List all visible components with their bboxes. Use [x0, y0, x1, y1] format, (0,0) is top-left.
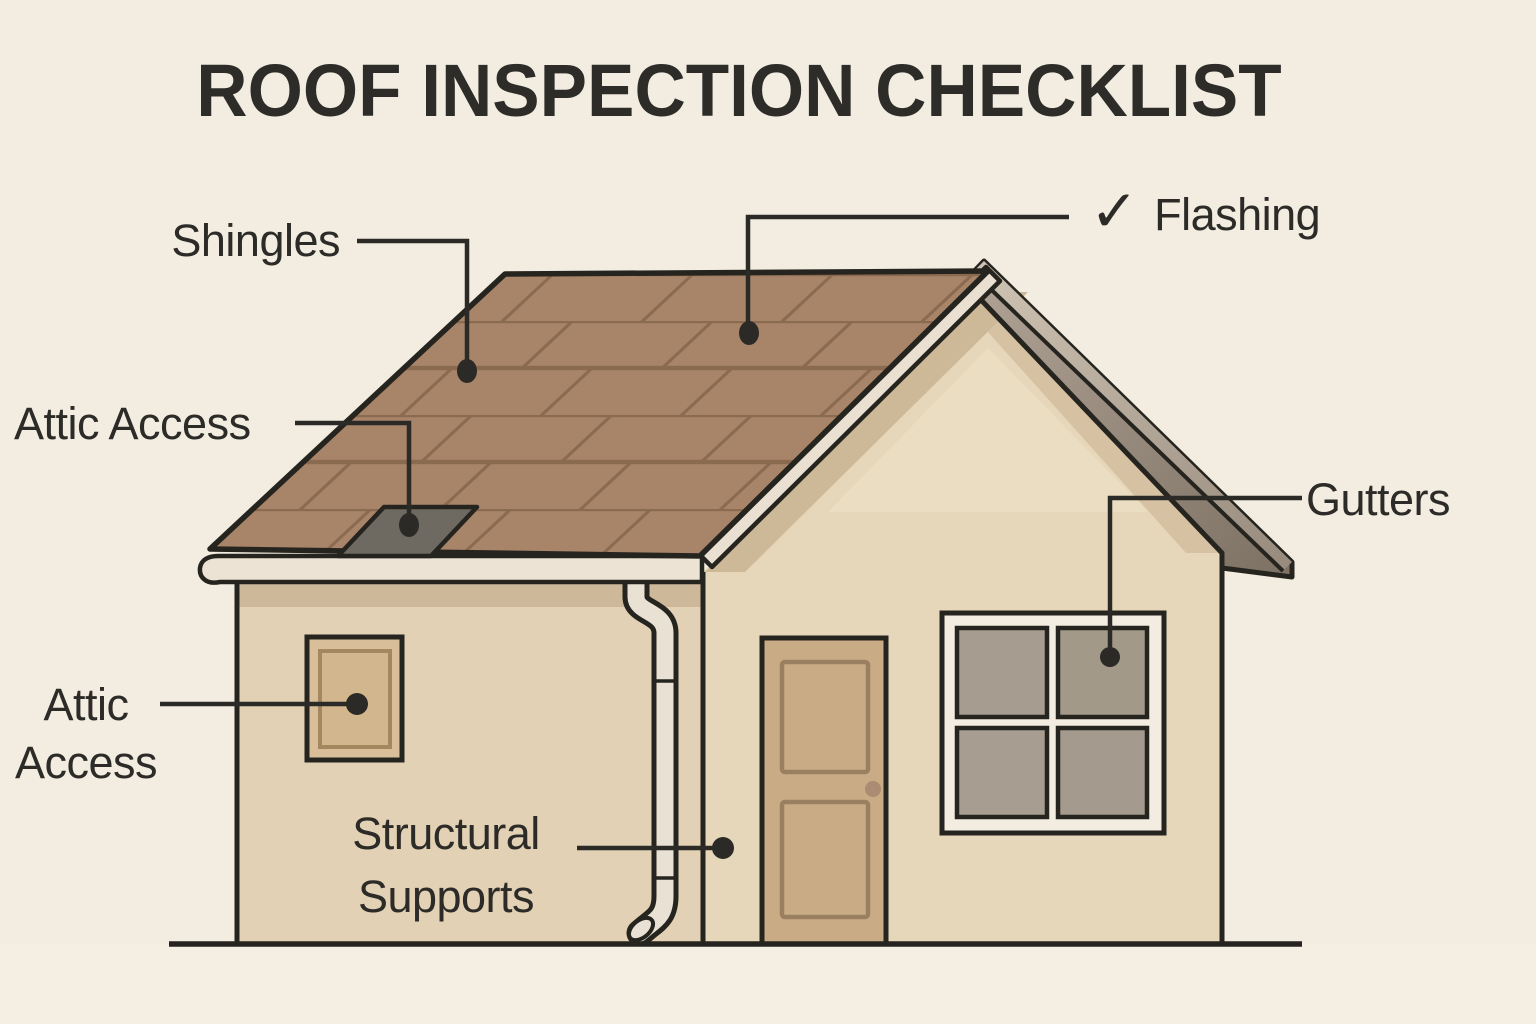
leader-lines [160, 214, 1302, 851]
structural-supports-line2: Supports [357, 871, 535, 922]
gutters-leader [1107, 495, 1302, 648]
gutters-label: Gutters [1306, 474, 1451, 525]
flashing-leader [745, 214, 1069, 324]
shingles-leader [357, 238, 470, 362]
shingles-label: Shingles [171, 215, 340, 266]
checkmark-icon: ✓ [1090, 179, 1139, 244]
flashing-label-text: Flashing [1154, 188, 1321, 240]
attic-access-wall-label: Attic Access [6, 676, 166, 791]
structural-supports-label: Structural Supports [328, 802, 564, 928]
flashing-label: ✓ Flashing [1090, 179, 1321, 244]
structural-supports-line1: Structural [352, 808, 540, 859]
leader-dots [346, 321, 1120, 859]
door [759, 635, 889, 947]
attic-access-roof-label: Attic Access [14, 398, 251, 449]
ground-area [0, 944, 1536, 1024]
shingle-roof [207, 268, 991, 559]
gutter [197, 553, 705, 585]
door-knob [865, 781, 881, 797]
attic-roof-leader [295, 420, 412, 516]
attic-access-wall-line2: Access [14, 736, 158, 788]
downspout [622, 552, 679, 947]
attic-access-wall-line1: Attic [43, 679, 129, 730]
window [939, 610, 1167, 836]
page-title: ROOF INSPECTION CHECKLIST [196, 49, 1282, 132]
